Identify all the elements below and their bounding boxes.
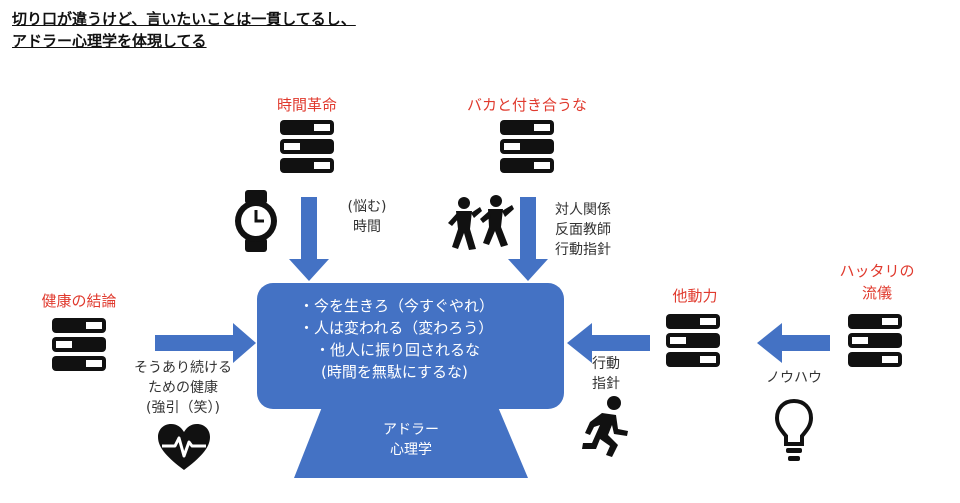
heartbeat-icon	[158, 424, 210, 470]
note-baka: 対人関係 反面教師 行動指針	[555, 200, 635, 260]
adler-label-2: 心理学	[390, 442, 432, 458]
note-tadoryoku-1: 行動	[592, 356, 620, 372]
center-line-3: ・他人に振り回されるな	[315, 341, 481, 359]
adler-base-shape	[294, 407, 528, 478]
arrow-right-kenko	[155, 323, 256, 363]
note-tadoryoku-2: 指針	[592, 376, 620, 392]
note-jikan-2: 時間	[353, 219, 381, 235]
dancing-people-icon	[448, 195, 514, 250]
note-kenko: そうあり続ける ための健康 (強引（笑）)	[108, 358, 258, 418]
arrow-left-tadoryoku	[567, 323, 650, 363]
book-stack-icon	[666, 314, 720, 367]
note-jikan: (悩む) 時間	[332, 197, 402, 237]
note-jikan-1: (悩む)	[347, 199, 387, 215]
book-label-hattari: ハッタリの 流儀	[822, 260, 932, 304]
note-kenko-1: そうあり続ける	[134, 360, 232, 376]
arrow-left-hattari	[757, 323, 830, 363]
running-person-icon	[582, 396, 628, 457]
title-line-1: 切り口が違うけど、言いたいことは一貫してるし、	[12, 10, 356, 28]
note-kenko-3: (強引（笑）)	[146, 400, 220, 416]
book-label-tadoryoku: 他動力	[672, 287, 718, 305]
book-label-jikan: 時間革命	[276, 96, 337, 114]
lightbulb-icon	[774, 398, 814, 461]
center-message-box: ・今を生きろ（今すぐやれ） ・人は変われる（変わろう） ・他人に振り回されるな …	[257, 283, 564, 409]
book-stack-icon	[848, 314, 902, 367]
arrow-down-jikan	[289, 197, 329, 281]
book-stack-icon	[52, 318, 106, 371]
wristwatch-icon	[235, 190, 277, 252]
center-line-2: ・人は変われる（変わろう）	[299, 319, 494, 337]
adler-base-label: アドラー 心理学	[346, 420, 476, 460]
book-label-hattari-2: 流儀	[861, 284, 892, 302]
book-label-hattari-1: ハッタリの	[839, 262, 915, 280]
arrow-down-baka	[508, 197, 548, 281]
adler-label-1: アドラー	[383, 422, 439, 438]
note-baka-2: 反面教師	[555, 222, 611, 238]
book-label-kenko: 健康の結論	[41, 292, 117, 310]
book-stack-icon	[280, 120, 334, 173]
note-hattari: ノウハウ	[766, 370, 822, 386]
note-baka-3: 行動指針	[555, 242, 611, 258]
note-baka-1: 対人関係	[555, 202, 611, 218]
title-line-2: アドラー心理学を体現してる	[12, 32, 207, 50]
note-tadoryoku: 行動 指針	[592, 354, 642, 394]
center-line-1: ・今を生きろ（今すぐやれ）	[299, 297, 495, 315]
book-stack-icon	[500, 120, 554, 173]
note-kenko-2: ための健康	[148, 380, 218, 396]
book-label-baka: バカと付き合うな	[466, 96, 587, 114]
center-line-4: (時間を無駄にするな)	[321, 363, 468, 381]
